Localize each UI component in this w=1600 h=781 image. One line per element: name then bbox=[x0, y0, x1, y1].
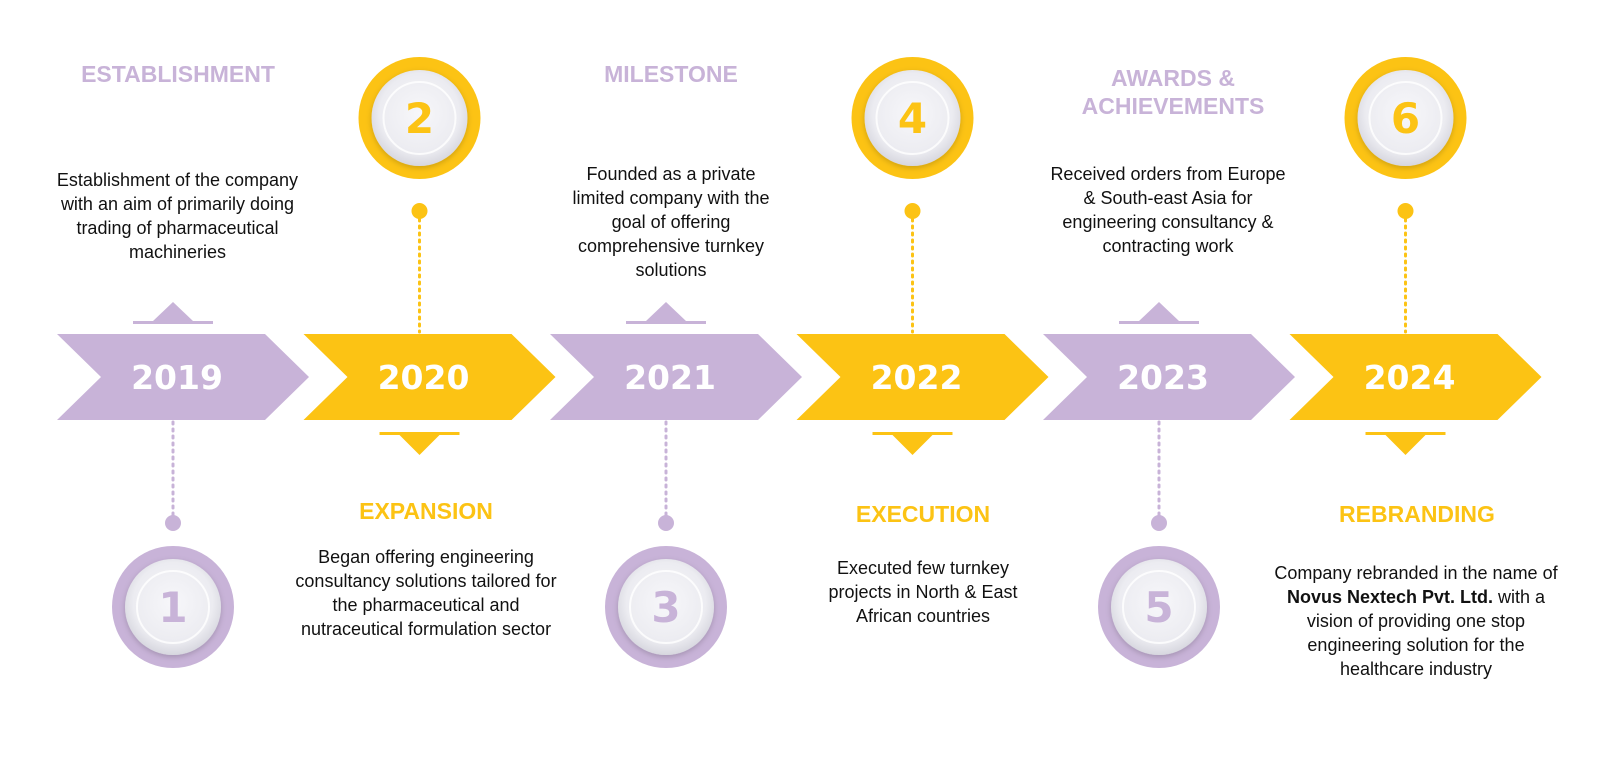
number-disc-icon-5 bbox=[1111, 559, 1207, 655]
milestone-6-description-suffix: with a vision of providing one stop engi… bbox=[1306, 587, 1546, 679]
milestone-3-title: MILESTONE bbox=[604, 61, 738, 87]
chevron-3 bbox=[550, 334, 802, 420]
disc-inner-ring-5 bbox=[1122, 570, 1196, 644]
number-disc-icon-4 bbox=[864, 70, 961, 166]
year-label-1: 2019 bbox=[131, 358, 223, 397]
milestone-number-3: 3 bbox=[651, 583, 680, 632]
milestone-5-description: Received orders from Europe & South-east… bbox=[1050, 164, 1286, 256]
connector-dot-6 bbox=[1397, 203, 1414, 219]
chevron-5 bbox=[1043, 334, 1295, 420]
milestone-1-title: ESTABLISHMENT bbox=[81, 61, 275, 87]
number-disc-icon-3 bbox=[618, 559, 714, 655]
number-disc-icon-2 bbox=[371, 70, 468, 166]
disc-inner-ring-3 bbox=[629, 570, 703, 644]
disc-inner-ring-4 bbox=[875, 81, 950, 155]
number-disc-icon-6 bbox=[1357, 70, 1454, 166]
milestone-4-title: EXECUTION bbox=[855, 501, 991, 527]
connector-dot-5 bbox=[1151, 515, 1167, 531]
milestone-4-description: Executed few turnkey projects in North &… bbox=[828, 558, 1018, 626]
connector-dot-4 bbox=[904, 203, 921, 219]
chevron-6 bbox=[1289, 334, 1542, 420]
pointer-up-1 bbox=[133, 302, 213, 324]
chevron-1 bbox=[57, 334, 309, 420]
milestone-number-2: 2 bbox=[405, 94, 434, 143]
pointer-down-6 bbox=[1365, 432, 1446, 455]
pointer-up-3 bbox=[626, 302, 706, 324]
disc-inner-ring-2 bbox=[382, 81, 457, 155]
milestone-number-6: 6 bbox=[1391, 94, 1420, 143]
milestone-6-description-prefix: Company rebranded in the name of bbox=[1274, 563, 1558, 583]
year-label-6: 2024 bbox=[1364, 358, 1456, 397]
connector-dot-3 bbox=[658, 515, 674, 531]
disc-inner-ring-6 bbox=[1368, 81, 1443, 155]
milestone-2-title: EXPANSION bbox=[359, 498, 493, 524]
milestone-3-description: Founded as a private limited company wit… bbox=[572, 164, 770, 280]
milestone-5-title: AWARDS & ACHIEVEMENTS bbox=[1081, 65, 1265, 119]
disc-inner-ring-1 bbox=[136, 570, 210, 644]
milestone-6-company-name: Novus Nextech Pvt. Ltd. bbox=[1286, 587, 1493, 607]
connector-dot-1 bbox=[165, 515, 181, 531]
milestone-6-title: REBRANDING bbox=[1339, 501, 1495, 527]
year-label-5: 2023 bbox=[1117, 358, 1209, 397]
milestone-number-5: 5 bbox=[1144, 583, 1173, 632]
year-label-4: 2022 bbox=[871, 358, 963, 397]
year-label-2: 2020 bbox=[378, 358, 470, 397]
connector-dot-2 bbox=[411, 203, 428, 219]
chevron-2 bbox=[303, 334, 556, 420]
chevron-4 bbox=[796, 334, 1049, 420]
pointer-up-5 bbox=[1119, 302, 1199, 324]
milestone-6-description: Company rebranded in the name of Novus N… bbox=[1266, 561, 1566, 681]
milestone-1-description: Establishment of the company with an aim… bbox=[56, 170, 299, 262]
number-disc-icon-1 bbox=[125, 559, 221, 655]
pointer-down-2 bbox=[379, 432, 460, 455]
milestone-number-4: 4 bbox=[898, 94, 927, 143]
milestone-number-1: 1 bbox=[158, 583, 187, 632]
year-label-3: 2021 bbox=[624, 358, 716, 397]
milestone-2-description: Began offering engineering consultancy s… bbox=[295, 547, 557, 639]
pointer-down-4 bbox=[872, 432, 953, 455]
